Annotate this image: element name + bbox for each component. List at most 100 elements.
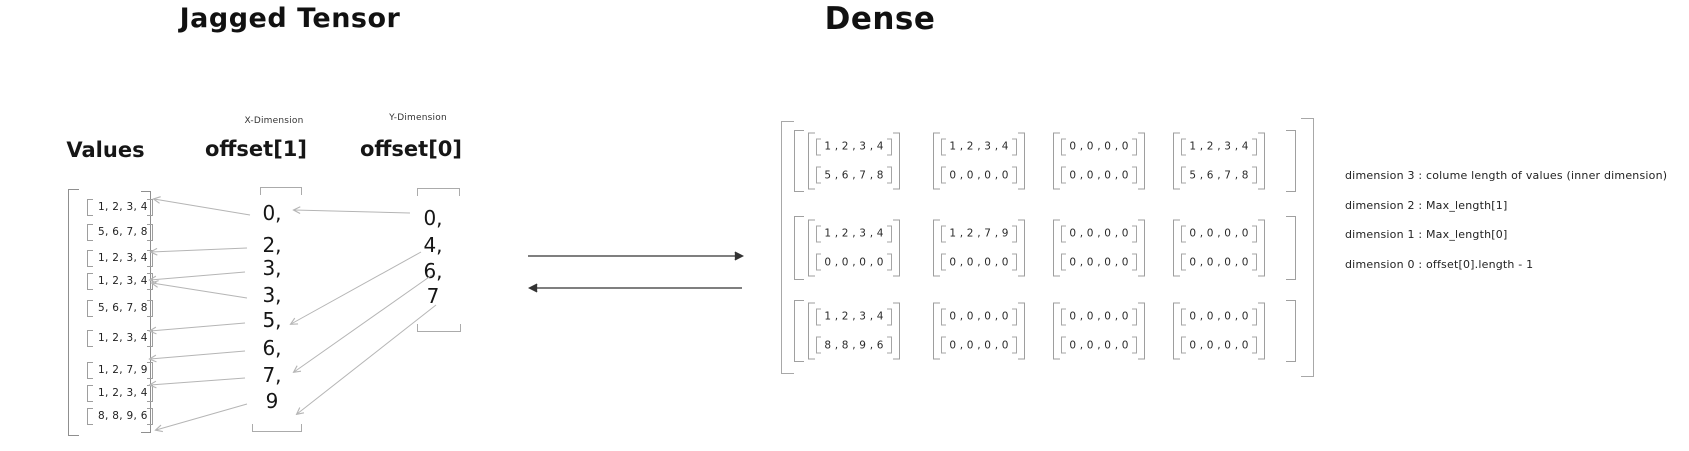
- matrix-row: 0 , 0 , 0 , 0: [1182, 254, 1256, 271]
- dense-block: 0 , 0 , 0 , 0 0 , 0 , 0 , 0: [1053, 302, 1145, 360]
- matrix-row: 0 , 0 , 0 , 0: [1062, 254, 1136, 271]
- annotation-dimension-0: dimension 0 : offset[0].length - 1: [1345, 258, 1534, 271]
- matrix-row-values: 1 , 2 , 7 , 9: [949, 227, 1009, 240]
- matrix-row-values: 0 , 0 , 0 , 0: [949, 256, 1009, 269]
- matrix-row-values: 0 , 0 , 0 , 0: [1069, 227, 1129, 240]
- annotation-dimension-2: dimension 2 : Max_length[1]: [1345, 199, 1508, 212]
- matrix-row: 0 , 0 , 0 , 0: [942, 308, 1016, 325]
- x-dimension-label: X-Dimension: [244, 116, 304, 126]
- values-row: 5, 6, 7, 8: [87, 299, 153, 317]
- matrix-row: 0 , 0 , 0 , 0: [1182, 225, 1256, 242]
- arrow-offset0-7-to-offset1: [297, 304, 437, 414]
- values-row-text: 1, 2, 3, 4: [98, 387, 148, 399]
- values-row: 1, 2, 3, 4: [87, 272, 153, 290]
- arrow-offset0-6-to-offset1: [294, 274, 433, 372]
- matrix-row: 0 , 0 , 0 , 0: [1182, 308, 1256, 325]
- matrix-row: 0 , 0 , 0 , 0: [942, 167, 1016, 184]
- matrix-row-values: 0 , 0 , 0 , 0: [1069, 256, 1129, 269]
- values-outer-bracket-left: [68, 189, 79, 436]
- matrix-row-values: 1 , 2 , 3 , 4: [1189, 140, 1249, 153]
- arrow-offset0-0-to-offset1: [294, 210, 411, 213]
- matrix-row-values: 8 , 8 , 9 , 6: [824, 339, 884, 352]
- values-row-text: 5, 6, 7, 8: [98, 302, 148, 314]
- matrix-row: 0 , 0 , 0 , 0: [1062, 167, 1136, 184]
- matrix-row: 1 , 2 , 7 , 9: [942, 225, 1016, 242]
- offset0-top-bracket: [417, 188, 460, 196]
- dense-outer-bracket: [781, 118, 1314, 377]
- arrow-offset1-7-to-values: [150, 377, 246, 385]
- values-row: 1, 2, 3, 4: [87, 249, 153, 267]
- matrix-row-values: 5 , 6 , 7 , 8: [1189, 169, 1249, 182]
- matrix-row: 0 , 0 , 0 , 0: [1062, 225, 1136, 242]
- values-row: 8, 8, 9, 6: [87, 407, 153, 425]
- matrix-row: 0 , 0 , 0 , 0: [1062, 337, 1136, 354]
- matrix-row-values: 0 , 0 , 0 , 0: [1189, 227, 1249, 240]
- offset1-column-label: offset[1]: [204, 137, 308, 161]
- matrix-row-values: 0 , 0 , 0 , 0: [1069, 310, 1129, 323]
- matrix-row-values: 0 , 0 , 0 , 0: [949, 310, 1009, 323]
- offset1-value: 0,: [262, 201, 282, 225]
- matrix-row-values: 1 , 2 , 3 , 4: [949, 140, 1009, 153]
- dense-block: 0 , 0 , 0 , 0 0 , 0 , 0 , 0: [1173, 219, 1265, 277]
- matrix-row: 1 , 2 , 3 , 4: [817, 225, 891, 242]
- arrow-offset1-5-to-values: [150, 322, 246, 331]
- matrix-row-values: 1 , 2 , 3 , 4: [824, 140, 884, 153]
- dense-block: 1 , 2 , 3 , 4 0 , 0 , 0 , 0: [933, 132, 1025, 190]
- matrix-row-values: 0 , 0 , 0 , 0: [1069, 339, 1129, 352]
- dense-row-group-2: 1 , 2 , 3 , 4 8 , 8 , 9 , 6 0 , 0 , 0 , …: [794, 298, 1296, 364]
- matrix-row-values: 5 , 6 , 7 , 8: [824, 169, 884, 182]
- matrix-row-values: 0 , 0 , 0 , 0: [824, 256, 884, 269]
- matrix-row-values: 1 , 2 , 3 , 4: [824, 310, 884, 323]
- values-column-label: Values: [66, 138, 145, 162]
- matrix-row-values: 1 , 2 , 3 , 4: [824, 227, 884, 240]
- offset0-column-label: offset[0]: [359, 137, 463, 161]
- matrix-row-values: 0 , 0 , 0 , 0: [1069, 169, 1129, 182]
- values-row: 5, 6, 7, 8: [87, 223, 153, 241]
- matrix-row: 0 , 0 , 0 , 0: [942, 337, 1016, 354]
- matrix-row: 5 , 6 , 7 , 8: [1182, 167, 1256, 184]
- offset1-value: 5,: [262, 308, 282, 332]
- y-dimension-label: Y-Dimension: [389, 113, 447, 123]
- arrow-offset1-9-to-values: [156, 403, 248, 430]
- matrix-row: 0 , 0 , 0 , 0: [817, 254, 891, 271]
- offset1-value: 3,: [262, 283, 282, 307]
- values-row-text: 5, 6, 7, 8: [98, 226, 148, 238]
- offset0-bottom-bracket: [417, 324, 461, 332]
- annotation-dimension-3: dimension 3 : colume length of values (i…: [1345, 169, 1668, 182]
- annotation-dimension-1: dimension 1 : Max_length[0]: [1345, 228, 1508, 241]
- offset0-value: 6,: [423, 259, 443, 283]
- values-row-text: 1, 2, 3, 4: [98, 332, 148, 344]
- values-row-text: 8, 8, 9, 6: [98, 410, 148, 422]
- dense-block: 0 , 0 , 0 , 0 0 , 0 , 0 , 0: [1173, 302, 1265, 360]
- values-row-text: 1, 2, 3, 4: [98, 275, 148, 287]
- dense-block: 1 , 2 , 3 , 4 5 , 6 , 7 , 8: [808, 132, 900, 190]
- values-row: 1, 2, 3, 4: [87, 198, 153, 216]
- matrix-row: 1 , 2 , 3 , 4: [817, 138, 891, 155]
- matrix-row: 1 , 2 , 3 , 4: [1182, 138, 1256, 155]
- offset1-value: 7,: [262, 363, 282, 387]
- values-row: 1, 2, 3, 4: [87, 384, 153, 402]
- offset0-value: 4,: [423, 233, 443, 257]
- offset1-top-bracket: [260, 187, 302, 195]
- matrix-row-values: 0 , 0 , 0 , 0: [949, 169, 1009, 182]
- arrow-offset1-3a-to-values: [150, 271, 246, 280]
- matrix-row-values: 0 , 0 , 0 , 0: [1069, 140, 1129, 153]
- matrix-row: 0 , 0 , 0 , 0: [942, 254, 1016, 271]
- offset1-value: 2,: [262, 233, 282, 257]
- arrow-offset0-4-to-offset1: [291, 251, 422, 324]
- matrix-row: 0 , 0 , 0 , 0: [1182, 337, 1256, 354]
- dense-block: 0 , 0 , 0 , 0 0 , 0 , 0 , 0: [1053, 132, 1145, 190]
- dense-block: 1 , 2 , 7 , 9 0 , 0 , 0 , 0: [933, 219, 1025, 277]
- arrow-offset1-0-to-values: [154, 199, 251, 216]
- matrix-row-values: 0 , 0 , 0 , 0: [1189, 310, 1249, 323]
- dense-title: Dense: [824, 1, 936, 37]
- dense-row-group-0: 1 , 2 , 3 , 4 5 , 6 , 7 , 8 1 , 2 , 3 , …: [794, 128, 1296, 194]
- arrow-offset1-6-to-values: [150, 350, 246, 359]
- values-row: 1, 2, 3, 4: [87, 329, 153, 347]
- matrix-row: 1 , 2 , 3 , 4: [942, 138, 1016, 155]
- dense-block: 0 , 0 , 0 , 0 0 , 0 , 0 , 0: [1053, 219, 1145, 277]
- offset1-value: 3,: [262, 256, 282, 280]
- values-row: 1, 2, 7, 9: [87, 361, 153, 379]
- offset0-value: 7: [426, 284, 440, 308]
